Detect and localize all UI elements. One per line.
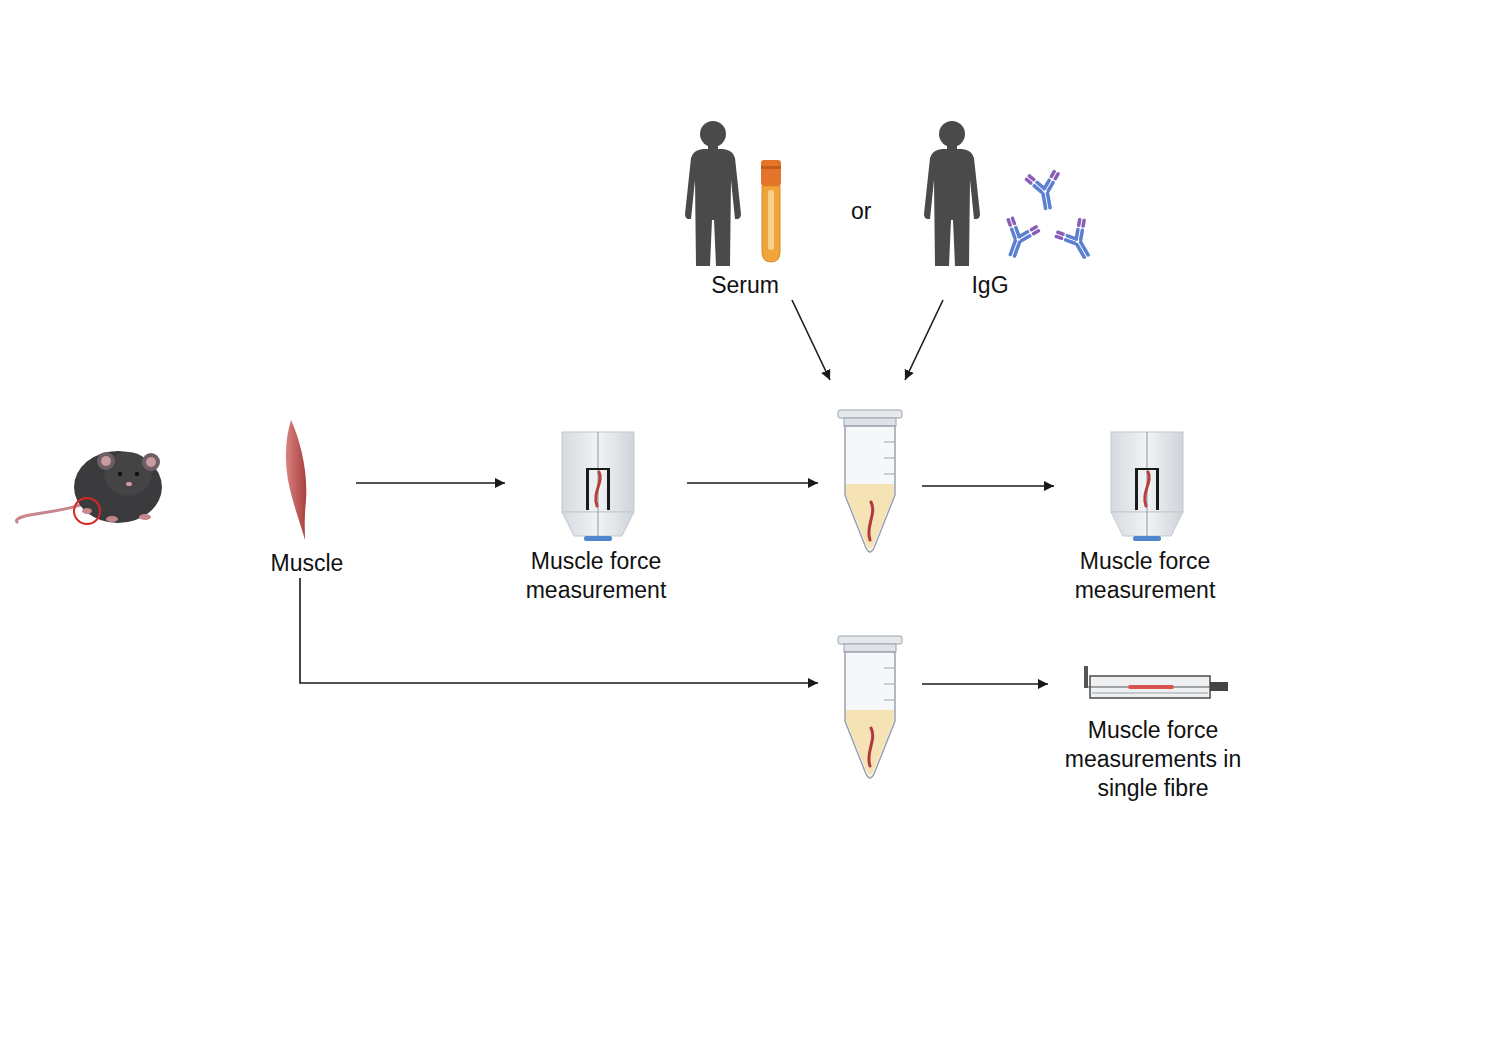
icon-label-group: Muscle force measurement <box>1054 425 1236 605</box>
node-label: Muscle force measurements in single fibr… <box>1053 716 1253 803</box>
organ-bath-icon <box>1111 432 1183 541</box>
antibody-icon <box>994 214 1042 263</box>
muscle-illustration <box>286 420 306 540</box>
mouse-illustration <box>16 451 162 524</box>
serum-tube-icon <box>761 160 781 262</box>
arrow-connector <box>687 482 818 484</box>
person-silhouette <box>924 121 980 266</box>
arrow-connector <box>922 485 1054 487</box>
arrow-connector <box>905 300 943 380</box>
single-fibre-rig-icon <box>1084 666 1228 698</box>
separator-text: or <box>851 197 871 226</box>
person-silhouette <box>685 121 741 266</box>
node-label: Muscle force measurement <box>510 547 682 605</box>
organ-bath-icon <box>562 432 634 541</box>
node-label: Muscle <box>271 549 344 578</box>
icon-label-group: Serum <box>670 110 820 300</box>
arrow-connector <box>922 683 1048 685</box>
tube-group <box>818 630 922 785</box>
tube-icon <box>838 636 902 778</box>
tube-icon <box>838 410 902 552</box>
node-label: Muscle force measurement <box>1059 547 1231 605</box>
icon-label-group: Muscle <box>258 410 356 578</box>
arrow-connector <box>792 300 830 380</box>
node-label: Serum <box>711 271 779 300</box>
node-label: IgG <box>971 271 1008 300</box>
antibody-icon <box>1023 168 1066 213</box>
tube-group <box>818 380 922 560</box>
icon-label-group: Muscle force measurements in single fibr… <box>1048 658 1258 803</box>
arrow-connector <box>356 482 505 484</box>
antibody-icon <box>1052 215 1104 267</box>
icon-label-group: IgG <box>920 110 1060 300</box>
icon-label-group: Muscle force measurement <box>505 425 687 605</box>
